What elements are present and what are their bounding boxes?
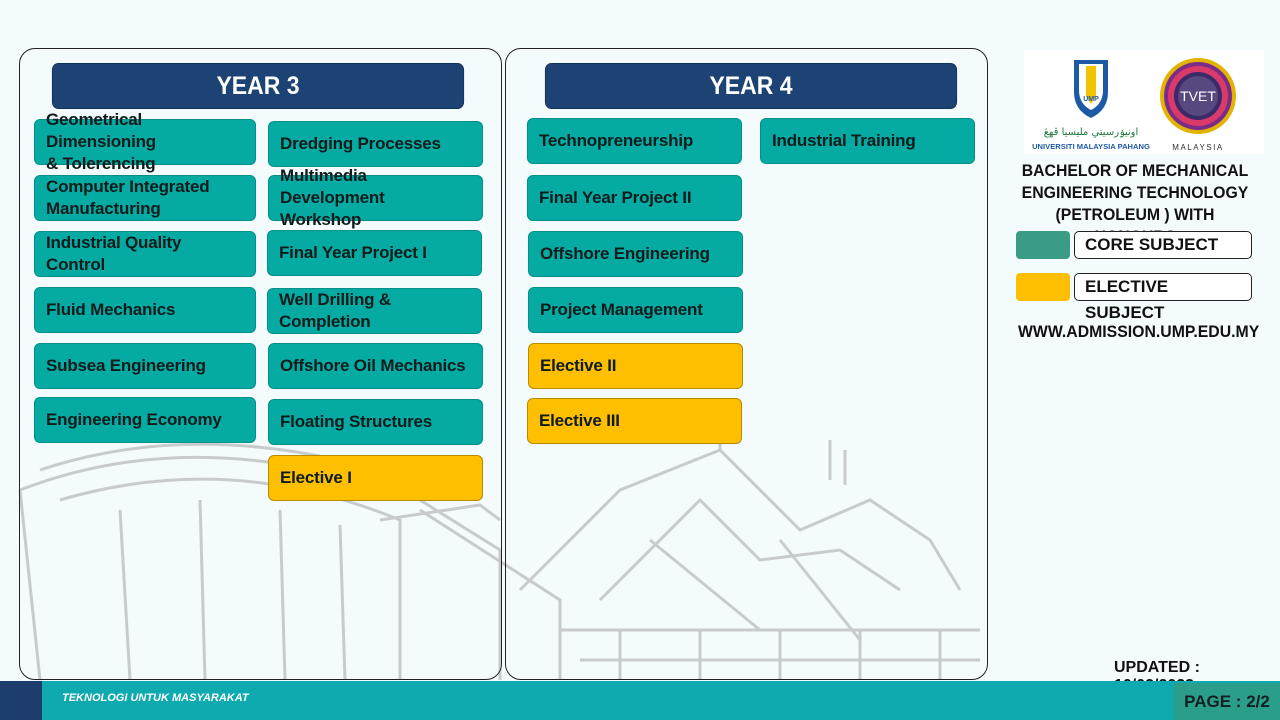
website-link[interactable]: WWW.ADMISSION.UMP.EDU.MY bbox=[1018, 322, 1260, 341]
subject-card: Project Management bbox=[528, 287, 743, 333]
year4-panel: YEAR 4 bbox=[505, 48, 988, 680]
subject-card: Industrial Quality Control bbox=[34, 231, 256, 277]
legend-core-swatch bbox=[1016, 231, 1070, 259]
ump-arabic-text: اونيۏرسيتي مليسيا ڤهڠ bbox=[1044, 127, 1139, 138]
subject-label: Industrial Quality Control bbox=[46, 232, 182, 274]
subject-label: Industrial Training bbox=[772, 130, 916, 150]
subject-card: Floating Structures bbox=[268, 399, 483, 445]
subject-label-line: Computer Integrated bbox=[46, 176, 210, 196]
subject-label: Offshore Engineering bbox=[540, 243, 710, 263]
ump-badge-text: UMP bbox=[1083, 96, 1099, 103]
subject-label: Dredging Processes bbox=[280, 133, 441, 153]
subject-card: Engineering Economy bbox=[34, 397, 256, 443]
subject-label-line: & Tolerencing bbox=[46, 154, 156, 174]
footer-tagline: TEKNOLOGI UNTUK MASYARAKAT bbox=[62, 692, 249, 704]
subject-card: Offshore Engineering bbox=[528, 231, 743, 277]
subject-label-line: Workshop bbox=[280, 210, 362, 230]
subject-label: Final Year Project II bbox=[539, 187, 692, 207]
subject-label: Project Management bbox=[540, 299, 703, 319]
subject-card: Subsea Engineering bbox=[34, 343, 256, 389]
legend-core-label: CORE SUBJECT bbox=[1074, 231, 1252, 259]
legend-elective-swatch bbox=[1016, 273, 1070, 301]
program-title-line: ENGINEERING TECHNOLOGY bbox=[1021, 183, 1249, 202]
subject-label: Elective I bbox=[280, 467, 352, 487]
subject-card: Offshore Oil Mechanics bbox=[268, 343, 483, 389]
tvet-text: TVET bbox=[1180, 88, 1216, 104]
subject-card: Fluid Mechanics bbox=[34, 287, 256, 333]
subject-card-elective: Elective I bbox=[268, 455, 483, 501]
ump-logo: UMP اونيۏرسيتي مليسيا ڤهڠ UNIVERSITI MAL… bbox=[1032, 60, 1150, 151]
subject-label: Fluid Mechanics bbox=[46, 299, 176, 319]
subject-card-elective: Elective III bbox=[527, 398, 742, 444]
subject-card: Final Year Project II bbox=[527, 175, 742, 221]
subject-label: Elective III bbox=[539, 410, 620, 430]
subject-card: Industrial Training bbox=[760, 118, 975, 164]
year3-panel: YEAR 3 bbox=[19, 48, 502, 680]
ump-name-text: UNIVERSITI MALAYSIA PAHANG bbox=[1032, 142, 1150, 151]
subject-card: Technopreneurship bbox=[527, 118, 742, 164]
year4-header: YEAR 4 bbox=[544, 63, 958, 109]
subject-label: Technopreneurship bbox=[539, 130, 694, 150]
subject-label-line: Multimedia Development bbox=[280, 165, 385, 207]
subject-card: Geometrical Dimensioning & Tolerencing bbox=[34, 110, 256, 173]
subject-card-elective: Elective II bbox=[528, 343, 743, 389]
subject-label: Subsea Engineering bbox=[46, 355, 206, 375]
subject-card: Final Year Project I bbox=[267, 230, 482, 276]
subject-label-line: Completion bbox=[279, 312, 371, 331]
tvet-logo: TVET MALAYSIA bbox=[1160, 58, 1236, 152]
subject-label: Elective II bbox=[540, 355, 617, 375]
footer-accent-block bbox=[0, 681, 42, 720]
subject-label: Engineering Economy bbox=[46, 409, 222, 429]
year3-header: YEAR 3 bbox=[51, 63, 465, 109]
subject-label-line: Geometrical Dimensioning bbox=[46, 109, 156, 151]
legend-elective-label: ELECTIVE SUBJECT bbox=[1074, 273, 1252, 322]
subject-label-line: Well Drilling & bbox=[279, 289, 391, 309]
subject-card: Dredging Processes bbox=[268, 121, 483, 167]
subject-label-line: Manufacturing bbox=[46, 199, 161, 218]
tvet-country-text: MALAYSIA bbox=[1172, 143, 1223, 152]
subject-label: Floating Structures bbox=[280, 411, 433, 431]
subject-label: Offshore Oil Mechanics bbox=[280, 355, 466, 375]
subject-card: Well Drilling & Completion bbox=[267, 288, 482, 334]
page-indicator: PAGE : 2/2 bbox=[1174, 683, 1280, 720]
footer-bar bbox=[0, 681, 1280, 720]
program-title-line: BACHELOR OF MECHANICAL bbox=[1021, 161, 1249, 180]
subject-label: Final Year Project I bbox=[279, 242, 427, 262]
